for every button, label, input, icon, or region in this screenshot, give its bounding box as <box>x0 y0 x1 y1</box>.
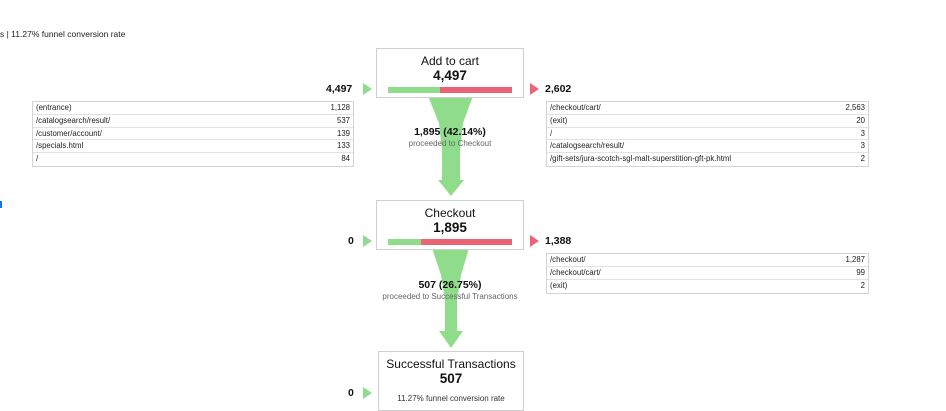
exit-arrow-icon <box>530 83 539 95</box>
proceeded-label: proceeded to Checkout <box>408 139 492 148</box>
funnel-summary: s | 11.27% funnel conversion rate <box>0 29 126 39</box>
step-entries-count: 0 <box>348 387 354 399</box>
table-row[interactable]: (exit)20 <box>547 115 868 128</box>
proceeded-value: 507 (26.75%) <box>418 279 482 291</box>
exit-destinations-table: /checkout/cart/2,563 (exit)20 /3 /catalo… <box>546 101 869 167</box>
step-progress-bar <box>388 239 512 245</box>
entry-sources-table: (entrance)1,128 /catalogsearch/result/53… <box>32 101 354 167</box>
table-row[interactable]: /3 <box>547 128 868 141</box>
table-row[interactable]: /checkout/cart/2,563 <box>547 102 868 115</box>
entry-arrow-icon <box>363 387 372 399</box>
step-count: 4,497 <box>433 68 467 83</box>
table-row[interactable]: /catalogsearch/result/3 <box>547 140 868 154</box>
step-count: 507 <box>439 371 463 386</box>
funnel-conversion-rate: 11.27% funnel conversion rate <box>397 394 505 403</box>
table-row[interactable]: /gift-sets/jura-scotch-sgl-malt-supersti… <box>550 154 865 164</box>
entry-arrow-icon <box>363 83 372 95</box>
exit-arrow-icon <box>530 235 539 247</box>
funnel-step-checkout[interactable]: Checkout 1,895 <box>376 200 524 250</box>
step-name: Successful Transactions <box>386 357 516 371</box>
step-entries-count: 0 <box>348 235 354 247</box>
table-row[interactable]: /84 <box>36 154 350 164</box>
exit-portion-bar <box>421 239 512 245</box>
flow-connector-1 <box>428 96 473 196</box>
proceeded-label: proceeded to Successful Transactions <box>382 292 518 301</box>
flow-connector-2 <box>432 248 469 348</box>
step-count: 1,895 <box>433 220 467 235</box>
exit-portion-bar <box>440 87 512 93</box>
table-row[interactable]: (exit)2 <box>550 280 865 290</box>
edge-marker <box>0 201 2 208</box>
table-row[interactable]: /customer/account/139 <box>33 128 353 141</box>
proceeded-value: 1,895 (42.14%) <box>414 126 486 138</box>
step-name: Checkout <box>424 206 476 220</box>
proceed-portion-bar <box>388 239 422 245</box>
step-progress-bar <box>388 87 512 93</box>
step-exits-count: 1,388 <box>545 235 572 247</box>
table-row[interactable]: (entrance)1,128 <box>33 102 353 115</box>
funnel-step-add-to-cart[interactable]: Add to cart 4,497 <box>376 48 524 98</box>
funnel-step-successful-transactions[interactable]: Successful Transactions 507 11.27% funne… <box>378 351 524 411</box>
proceeded-summary: 507 (26.75%) proceeded to Successful Tra… <box>375 279 525 302</box>
step-name: Add to cart <box>420 54 480 68</box>
entry-arrow-icon <box>363 235 372 247</box>
table-row[interactable]: /checkout/cart/99 <box>547 267 868 280</box>
step-exits-count: 2,602 <box>545 83 572 95</box>
proceeded-summary: 1,895 (42.14%) proceeded to Checkout <box>375 126 525 149</box>
table-row[interactable]: /checkout/1,287 <box>547 254 868 267</box>
table-row[interactable]: /catalogsearch/result/537 <box>33 115 353 128</box>
step-entries-count: 4,497 <box>326 83 353 95</box>
proceed-portion-bar <box>388 87 441 93</box>
exit-destinations-table: /checkout/1,287 /checkout/cart/99 (exit)… <box>546 253 869 294</box>
